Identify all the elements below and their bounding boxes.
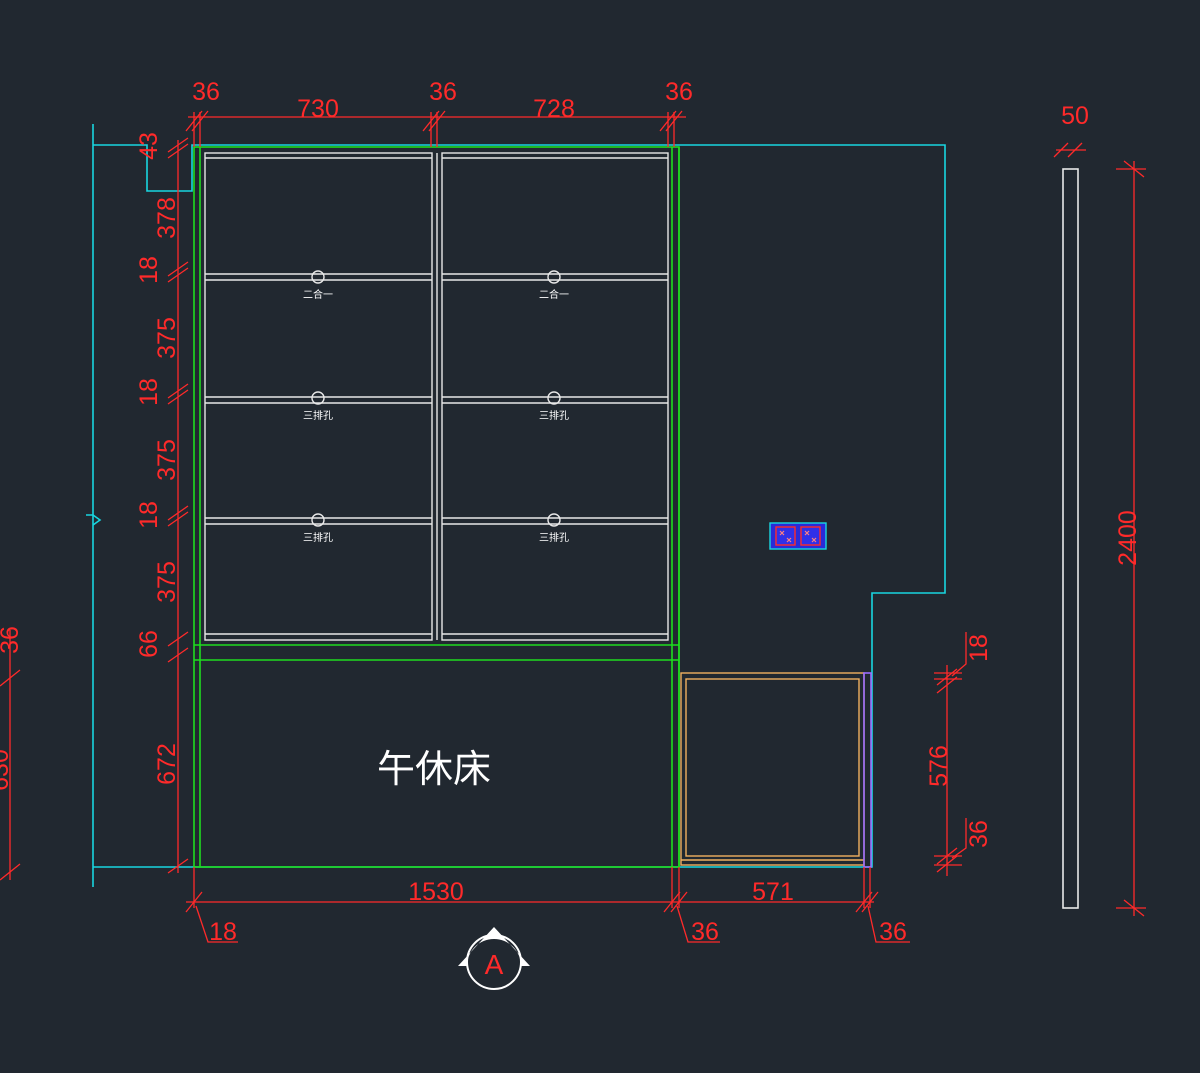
shelf-label: 三排孔 [303,531,333,544]
socket-hole-icon [311,513,325,527]
bed-label: 午休床 [377,747,491,791]
dim-text: 730 [297,95,339,123]
dim-text: 375 [153,317,181,359]
dim-text: 18 [209,918,237,946]
dim-text: 728 [533,95,575,123]
dim-text: 43 [135,132,163,160]
section-mark-label: A [485,949,504,980]
dim-text: 2400 [1114,510,1142,566]
shelf-grid [204,152,669,641]
shelf-label: 二合一 [303,288,333,301]
shelf-label: 二合一 [539,288,569,301]
wall-outline [86,124,946,887]
section-marker: A [458,927,530,990]
dim-text: 630 [0,749,14,791]
dim-text: 672 [153,743,181,785]
dim-text: 36 [429,78,457,106]
shelf-label: 三排孔 [539,531,569,544]
dim-text: 375 [153,561,181,603]
side-panel [863,672,872,868]
socket-hole-icon [547,513,561,527]
dim-text: 36 [665,78,693,106]
dim-text: 576 [925,745,953,787]
side-panel-elevation [1062,168,1079,909]
electrical-socket-icon [769,522,827,550]
socket-hole-icon [311,391,325,405]
dim-text: 571 [752,878,794,906]
dim-text: 36 [879,918,907,946]
dim-text: 36 [965,820,993,848]
shelf-label: 三排孔 [539,409,569,422]
dim-text: 36 [0,626,24,654]
dim-text: 36 [192,78,220,106]
socket-hole-icon [547,270,561,284]
dim-text: 18 [135,378,163,406]
dim-text: 378 [153,197,181,239]
dim-text: 375 [153,439,181,481]
drawer-unit [680,672,872,868]
socket-hole-icon [311,270,325,284]
dim-text: 50 [1061,102,1089,130]
dim-text: 18 [135,256,163,284]
dimension-lines [0,110,1146,943]
dim-text: 18 [135,501,163,529]
dim-text: 18 [965,634,993,662]
dim-text: 36 [691,918,719,946]
dim-text: 66 [135,630,163,658]
shelf-label: 三排孔 [303,409,333,422]
socket-hole-icon [547,391,561,405]
dim-text: 1530 [408,878,464,906]
